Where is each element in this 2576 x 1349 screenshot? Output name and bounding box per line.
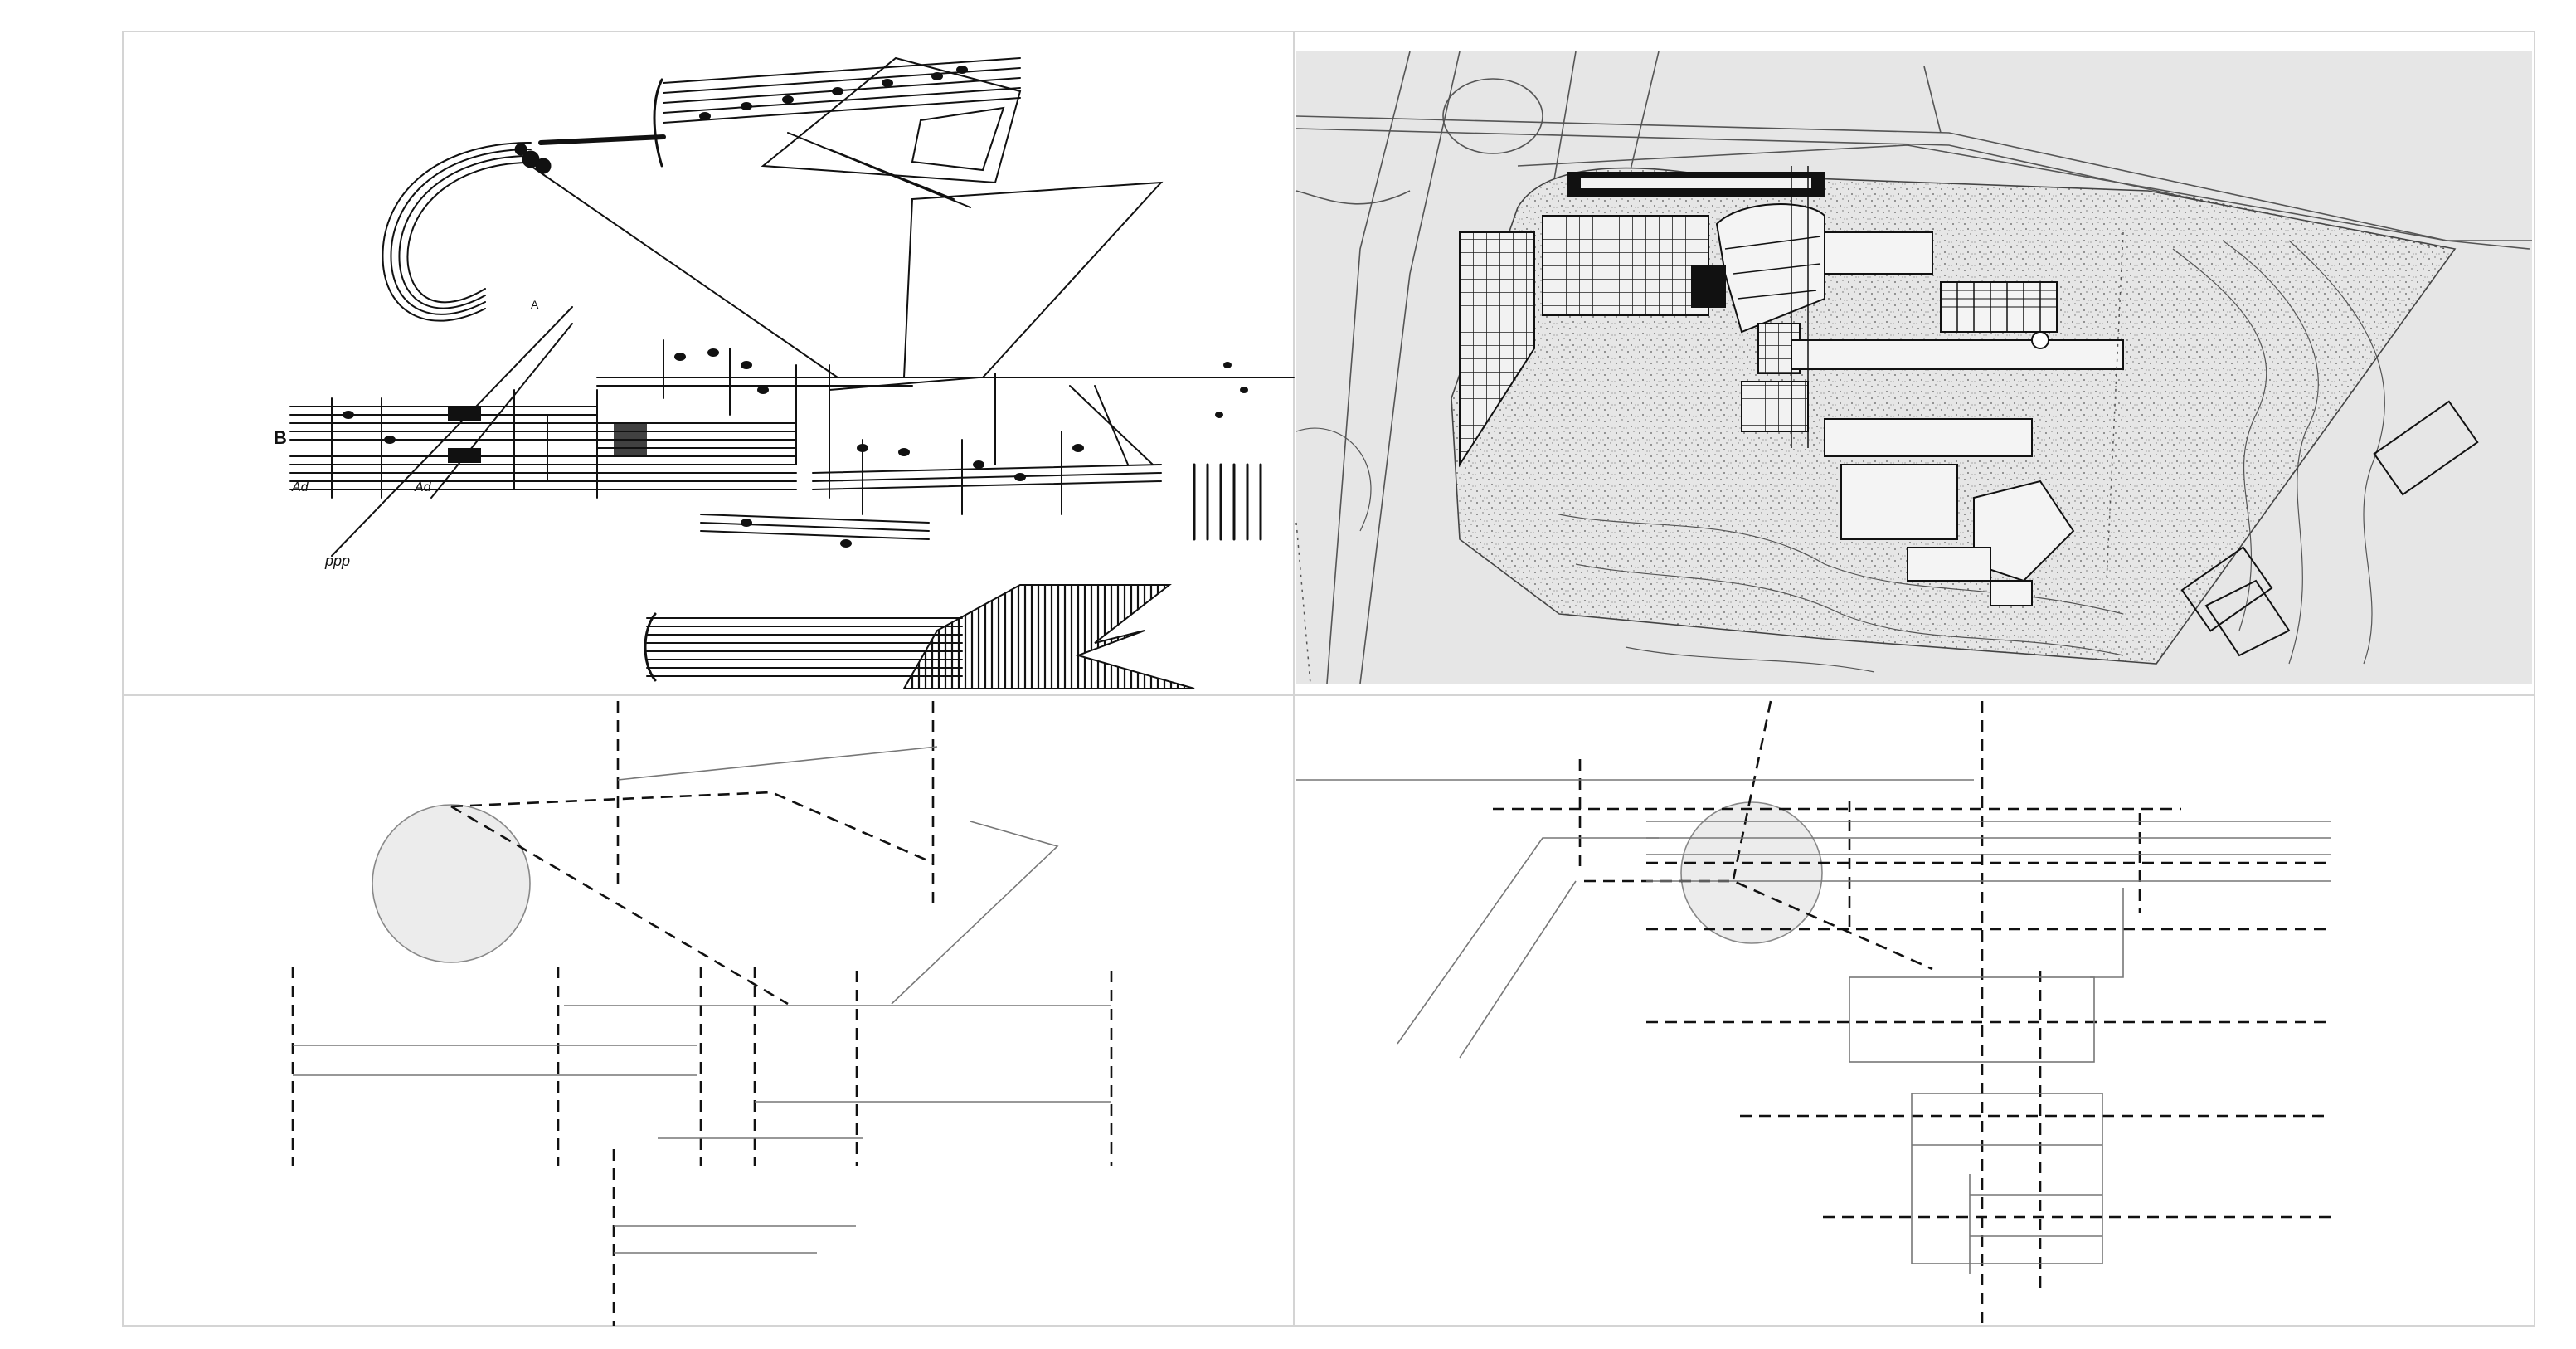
slanted-polygon: [902, 181, 1164, 378]
panel-frames: [122, 31, 2535, 1327]
dashed-lines-left: [291, 701, 1113, 1326]
dashed-lines-right: [1493, 700, 2331, 1326]
panel-border-outer: [122, 31, 2535, 1327]
thin-lines-right: [1296, 779, 2331, 1274]
spiral-staff: [382, 134, 666, 322]
diagonal-line-3: [430, 323, 573, 499]
lower-staff-system: [644, 584, 1195, 689]
plan-abstraction-panel: [1296, 700, 2331, 1326]
score-panel: B Ad Ad ppp A: [274, 56, 1295, 689]
score-clef-letter: B: [274, 427, 287, 448]
upper-staff: [653, 56, 1022, 208]
buildings: [1459, 166, 2479, 657]
contour-lines: [1295, 240, 2385, 673]
thin-lines-left: [293, 746, 1111, 1254]
dotted-lines: [1295, 190, 2447, 684]
score-marking-4: A: [531, 298, 539, 311]
score-marking-1: Ad: [291, 480, 309, 494]
abstraction-circle-right: [1680, 801, 1823, 944]
abstraction-circle-left: [372, 804, 531, 963]
score-marking-2: Ad: [414, 480, 432, 494]
diagonal-line-1: [530, 165, 838, 378]
siteplan-panel: [1295, 51, 2532, 684]
score-marking-3: ppp: [324, 553, 350, 569]
middle-staff-system: [289, 339, 1295, 548]
score-abstraction-panel: [291, 701, 1113, 1326]
